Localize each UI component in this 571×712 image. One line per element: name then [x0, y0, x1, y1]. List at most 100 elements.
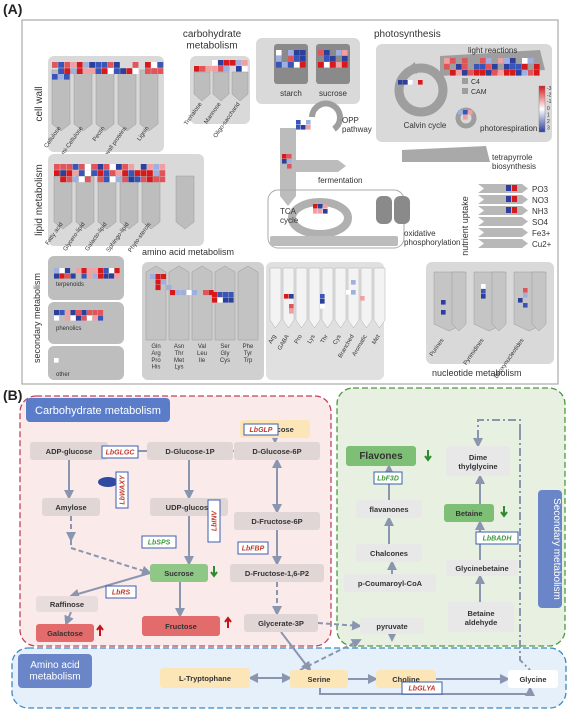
heat-cell [450, 70, 456, 76]
heat-cell [320, 294, 325, 299]
pathway-arrow [473, 419, 521, 448]
heat-cell [224, 60, 230, 66]
node-chalcones [356, 544, 422, 562]
pathway-bin [141, 175, 161, 230]
light-reactions-label: light reactions [468, 46, 517, 55]
heat-cell [300, 50, 306, 56]
heat-cell [360, 296, 365, 301]
heat-cell [59, 310, 65, 316]
heat-cell [486, 58, 492, 64]
node-label-pyruvate: pyruvate [376, 622, 407, 631]
heat-cell [323, 204, 328, 209]
heat-cell [54, 273, 60, 279]
heat-cell [294, 62, 300, 68]
lipid-label: lipid metabolism [34, 164, 45, 236]
heat-cell [85, 170, 91, 176]
pathway-bin [193, 71, 211, 102]
aa-degradation-label: Pro [294, 333, 304, 345]
aa-degradation-label: Met [372, 334, 382, 346]
node-ltryptophan [160, 668, 250, 688]
heat-cell [276, 56, 282, 62]
node-label-pcoumaroyl: p-Coumaroyl-CoA [358, 579, 423, 588]
heat-cell [224, 66, 230, 72]
heat-cell [300, 56, 306, 62]
heat-cell [228, 292, 234, 298]
secondary-group: secondary metabolism terpenoids phenolic… [32, 256, 124, 380]
heat-cell [480, 70, 486, 76]
heat-cell [122, 170, 128, 176]
heat-cell [289, 304, 294, 309]
heat-cell [506, 185, 511, 191]
heat-cell [98, 273, 104, 279]
heat-cell [65, 315, 71, 321]
heat-cell [287, 164, 292, 169]
heat-cell [276, 50, 282, 56]
heat-cell [342, 50, 348, 56]
heat-cell [318, 209, 323, 214]
node-glycinebetaine [446, 560, 518, 576]
heat-cell [288, 56, 294, 62]
heat-cell [450, 58, 456, 64]
gene-label-lbf3d: LbF3D [377, 476, 399, 483]
aa-degradation-bin [347, 267, 360, 329]
heat-cell [289, 309, 294, 314]
nucleotide-label: nucleotide metabolism [432, 368, 522, 378]
heat-cell [296, 125, 301, 130]
heat-cell [103, 273, 109, 279]
nutrient-label: nutrient uptake [460, 196, 470, 256]
heat-cell [200, 66, 206, 72]
heat-cell [157, 62, 164, 68]
heat-cell [324, 62, 330, 68]
heat-cell [192, 290, 198, 296]
node-label-sucrose: Sucrose [164, 569, 194, 578]
photosynthesis-label: photosynthesis [374, 29, 441, 40]
other-label: other [56, 372, 70, 378]
heat-cell [236, 66, 242, 72]
heat-cell [81, 273, 87, 279]
heat-cell [70, 315, 76, 321]
heat-cell [441, 300, 446, 305]
aa-degradation-bin [295, 267, 308, 329]
heat-cell [101, 68, 108, 74]
heat-cell [92, 268, 98, 274]
aa-degradation-bin [308, 267, 321, 329]
heat-cell [320, 304, 325, 309]
heat-cell [87, 268, 93, 274]
heat-cell [72, 176, 79, 183]
heat-cell [109, 170, 116, 176]
heat-cell [306, 120, 311, 125]
nutrient-label: Fe3+ [532, 229, 551, 238]
aa-degradation-bin [269, 267, 282, 329]
aa-degradation-bin [373, 267, 386, 329]
gene-labels: LbGLPLbGLGCLbWAXYLbINVLbSPSLbFBPLbRSLbF3… [101, 423, 519, 695]
heat-cell [52, 74, 58, 80]
gene-label-lbglgc: LbGLGC [106, 450, 136, 457]
amino-title-box [18, 654, 92, 688]
heat-cell [153, 176, 159, 183]
secondary-title-box [538, 490, 562, 608]
up-arrow-icon [96, 624, 104, 636]
heat-cell [468, 70, 474, 76]
node-dglucose6p [234, 442, 320, 460]
heat-cell [153, 170, 159, 176]
heat-cell [462, 58, 468, 64]
sucrose-label: sucrose [319, 89, 348, 98]
heat-cell [463, 110, 468, 115]
heat-cell [128, 170, 135, 176]
heat-cell [217, 292, 223, 298]
heat-cell [296, 120, 301, 125]
heat-cell [98, 315, 104, 321]
aa-degradation-label: Cys [332, 334, 342, 346]
gene-label-lbbadh: LbBADH [483, 536, 513, 543]
heat-cell [203, 290, 209, 296]
nutrient-label: NO3 [532, 196, 549, 205]
heat-cell [81, 315, 87, 321]
heat-cell [534, 70, 540, 76]
nutrient-label: Cu2+ [532, 240, 552, 249]
